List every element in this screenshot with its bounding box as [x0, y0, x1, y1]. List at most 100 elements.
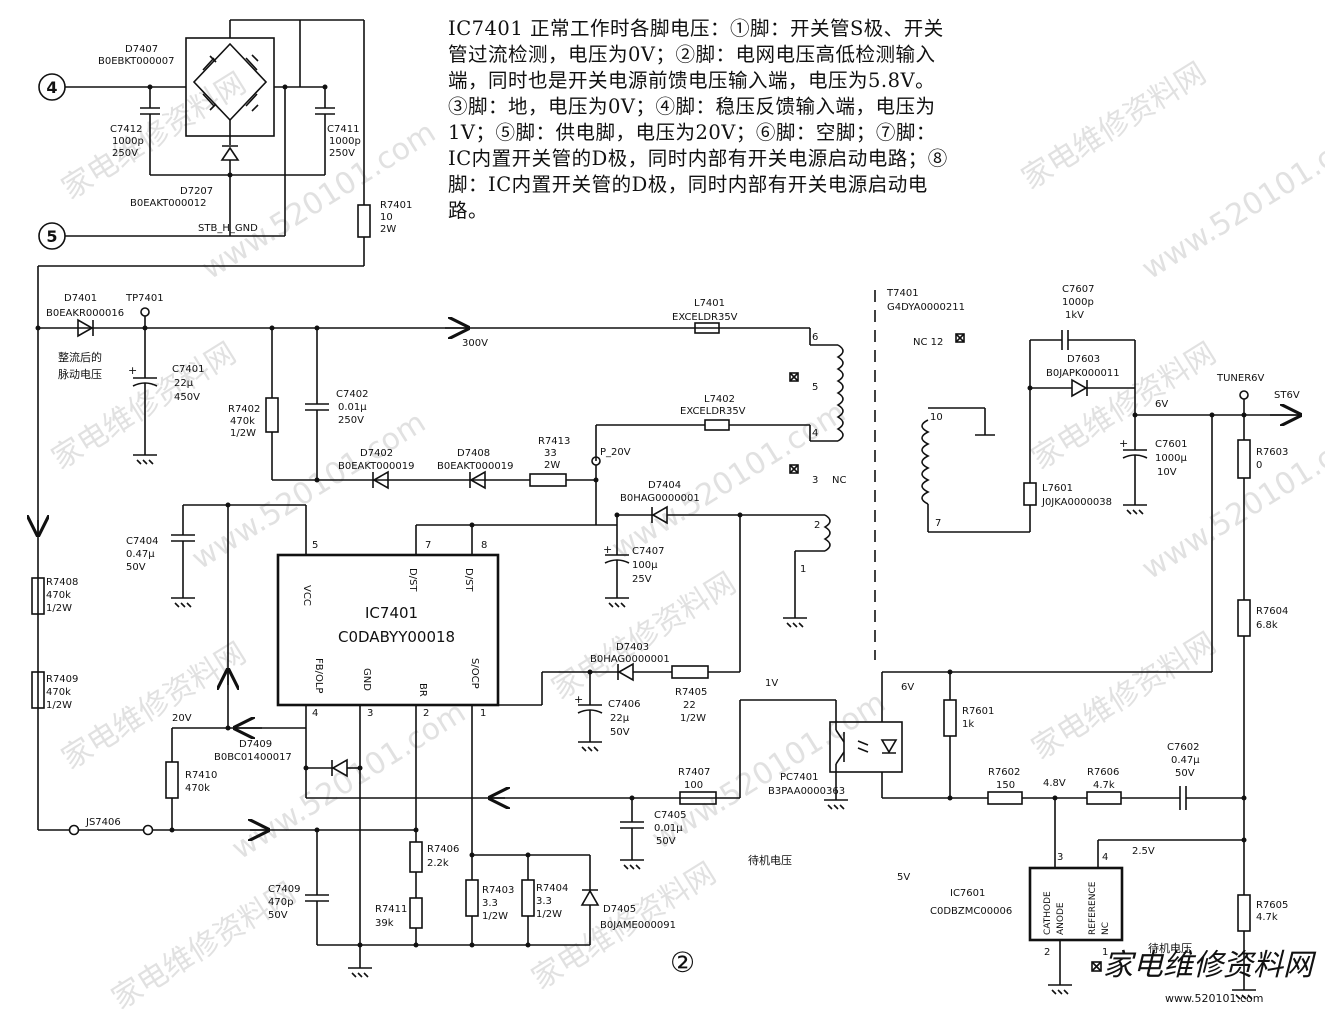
svg-text:C7405: C7405 — [654, 810, 686, 821]
svg-text:1/2W: 1/2W — [680, 713, 706, 724]
svg-text:0.47μ: 0.47μ — [126, 549, 155, 560]
svg-text:7: 7 — [935, 518, 941, 529]
svg-text:470p: 470p — [268, 897, 293, 908]
svg-text:R7408: R7408 — [46, 577, 78, 588]
svg-text:6.8k: 6.8k — [1256, 620, 1278, 631]
svg-text:C7412: C7412 — [110, 124, 142, 135]
svg-text:R7606: R7606 — [1087, 767, 1119, 778]
svg-text:0: 0 — [1256, 460, 1262, 471]
svg-text:1: 1 — [800, 564, 806, 575]
svg-text:1V: 1V — [765, 678, 778, 689]
svg-text:5: 5 — [812, 382, 818, 393]
svg-text:EXCELDR35V: EXCELDR35V — [672, 312, 738, 323]
standby-voltage-label-2: 待机电压 — [1148, 941, 1192, 955]
svg-text:10V: 10V — [1157, 467, 1177, 478]
svg-text:33: 33 — [544, 448, 557, 459]
svg-text:470k: 470k — [46, 687, 71, 698]
svg-text:TUNER6V: TUNER6V — [1216, 373, 1265, 384]
svg-text:FB/OLP: FB/OLP — [313, 658, 324, 693]
watermark: 家电维修资料网 家电维修资料网 家电维修资料网 家电维修资料网 家电维修资料网 … — [46, 56, 1325, 1017]
svg-text:1/2W: 1/2W — [536, 909, 562, 920]
svg-text:22μ: 22μ — [174, 378, 194, 389]
svg-text:R7601: R7601 — [962, 706, 994, 717]
svg-text:25V: 25V — [632, 574, 652, 585]
svg-text:JS7406: JS7406 — [85, 817, 121, 828]
svg-text:D7404: D7404 — [648, 480, 681, 491]
svg-text:8: 8 — [481, 540, 487, 551]
svg-text:0.01μ: 0.01μ — [654, 823, 683, 834]
svg-text:R7603: R7603 — [1256, 447, 1288, 458]
svg-text:D/ST: D/ST — [463, 568, 474, 592]
svg-text:C7406: C7406 — [608, 699, 640, 710]
v25-label: 2.5V — [1132, 846, 1155, 857]
svg-text:C7411: C7411 — [327, 124, 359, 135]
svg-text:1: 1 — [1102, 947, 1108, 958]
svg-text:1/2W: 1/2W — [46, 700, 72, 711]
svg-text:2.2k: 2.2k — [427, 858, 449, 869]
watermark-text: 家电维修资料网 — [546, 566, 743, 707]
ic7401-part: C0DABYY00018 — [338, 628, 455, 646]
svg-text:1: 1 — [480, 708, 486, 719]
svg-text:D7405: D7405 — [603, 904, 636, 915]
ic7601: 3 4 2 1 CATHODE ANODE REFERENCE NC IC760… — [930, 852, 1192, 995]
svg-text:C7407: C7407 — [632, 546, 664, 557]
svg-text:PC7401: PC7401 — [780, 772, 818, 783]
svg-text:B0JAPK000011: B0JAPK000011 — [1046, 368, 1120, 379]
svg-text:D7409: D7409 — [239, 739, 272, 750]
svg-text:C7401: C7401 — [172, 364, 204, 375]
svg-text:2: 2 — [423, 708, 429, 719]
svg-text:IC7601: IC7601 — [950, 888, 985, 899]
optocoupler-pc7401: PC7401 B3PAA0000363 1V 待机电压 — [739, 678, 903, 867]
primary-rail: 300V D7401 B0EAKR000016 TP7401 整流后的 脉动电压… — [35, 293, 810, 525]
svg-text:B0JAME000091: B0JAME000091 — [600, 920, 676, 931]
svg-text:BR: BR — [417, 683, 428, 697]
tp7401-label: TP7401 — [125, 293, 164, 304]
svg-text:NC 12: NC 12 — [913, 337, 943, 348]
svg-text:1k: 1k — [962, 719, 974, 730]
bridge-rectifier-d7407: D7407 B0EBKT000007 C7412 1000p 250V C741… — [37, 19, 412, 830]
watermark-text: 家电维修资料网 — [1026, 336, 1223, 477]
standby-voltage-label-1: 待机电压 — [748, 853, 792, 867]
svg-text:0.01μ: 0.01μ — [338, 402, 367, 413]
svg-text:ANODE: ANODE — [1056, 902, 1066, 935]
svg-text:4.7k: 4.7k — [1093, 780, 1115, 791]
svg-text:R7401: R7401 — [380, 200, 412, 211]
svg-text:R7411: R7411 — [375, 904, 407, 915]
watermark-text: 家电维修资料网 — [1016, 56, 1213, 197]
svg-text:50V: 50V — [1175, 768, 1195, 779]
svg-text:470k: 470k — [230, 416, 255, 427]
svg-text:C7607: C7607 — [1062, 284, 1094, 295]
svg-text:R7403: R7403 — [482, 885, 514, 896]
svg-text:22μ: 22μ — [610, 713, 630, 724]
svg-text:B0EAKT000019: B0EAKT000019 — [437, 461, 513, 472]
svg-text:B0EAKR000016: B0EAKR000016 — [46, 308, 124, 319]
ic7401-name: IC7401 — [365, 604, 418, 622]
svg-text:D/ST: D/ST — [407, 568, 418, 592]
svg-text:R7406: R7406 — [427, 844, 459, 855]
svg-text:R7404: R7404 — [536, 883, 568, 894]
svg-text:R7402: R7402 — [228, 404, 260, 415]
svg-text:C0DBZMC00006: C0DBZMC00006 — [930, 906, 1012, 917]
svg-text:100μ: 100μ — [632, 560, 658, 571]
svg-text:R7604: R7604 — [1256, 606, 1288, 617]
svg-text:2W: 2W — [544, 460, 560, 471]
svg-text:脉动电压: 脉动电压 — [58, 367, 102, 381]
svg-text:2: 2 — [814, 520, 820, 531]
svg-text:D7408: D7408 — [457, 448, 490, 459]
page-number: ② — [670, 946, 695, 979]
svg-text:100: 100 — [684, 780, 703, 791]
svg-text:ST6V: ST6V — [1274, 390, 1300, 401]
svg-text:1/2W: 1/2W — [230, 428, 256, 439]
svg-text:39k: 39k — [375, 918, 394, 929]
d7407-name: D7407 — [125, 44, 158, 55]
svg-text:4.7k: 4.7k — [1256, 912, 1278, 923]
svg-text:+: + — [603, 543, 612, 556]
svg-text:1000p: 1000p — [1062, 297, 1094, 308]
svg-text:5: 5 — [312, 540, 318, 551]
svg-text:22: 22 — [683, 700, 696, 711]
ic7401: IC7401 C0DABYY00018 VCC D/ST D/ST FB/OLP… — [276, 540, 500, 719]
svg-text:D7207: D7207 — [180, 186, 213, 197]
svg-text:10: 10 — [380, 212, 393, 223]
svg-text:+: + — [574, 693, 583, 706]
svg-text:B0HAG0000001: B0HAG0000001 — [590, 654, 670, 665]
